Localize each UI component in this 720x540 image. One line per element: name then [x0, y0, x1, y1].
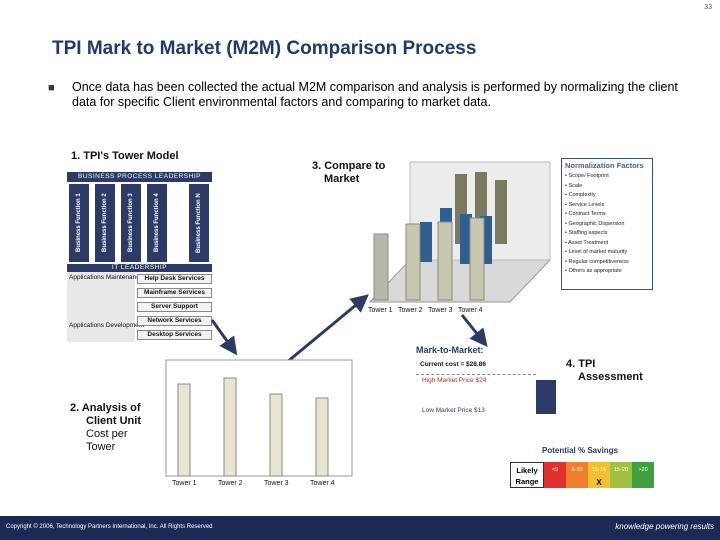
savings-range-band — [632, 478, 654, 488]
analysis-bar — [223, 377, 237, 477]
tower-model-diagram: 1. TPI's Tower Model BUSINESS PROCESS LE… — [67, 150, 212, 342]
likely-range-label: Likely Range — [510, 462, 544, 488]
compare-tower-2: Tower 2 — [398, 307, 423, 314]
network-services: Network Services — [137, 316, 212, 326]
savings-range-band — [610, 478, 632, 488]
analysis-line1: 2. Analysis of — [70, 402, 141, 414]
normalization-item: Regular competitiveness — [565, 258, 649, 268]
footer-tagline: knowledge powering results — [615, 522, 714, 531]
apps-development-label: Applications Development — [69, 322, 145, 329]
page-number: 33 — [704, 4, 712, 11]
compare-label-line2: Market — [324, 173, 360, 185]
normalization-item: Scale — [565, 182, 649, 192]
compare-tower-3: Tower 3 — [428, 307, 453, 314]
savings-range-band — [544, 478, 566, 488]
savings-range-cell: <5 — [544, 462, 566, 478]
bar — [460, 214, 472, 264]
business-function-1: Business Function 1 — [69, 184, 89, 262]
normalization-title: Normalization Factors — [565, 161, 644, 170]
analysis-bar — [269, 393, 283, 477]
savings-range-band — [566, 478, 588, 488]
compare-tower-4: Tower 4 — [458, 307, 483, 314]
normalization-item: Others as appropriate — [565, 267, 649, 277]
tower-bars — [373, 172, 507, 301]
analysis-tower-1: Tower 1 — [172, 480, 197, 487]
analysis-bar — [177, 383, 191, 477]
analysis-tower-2: Tower 2 — [218, 480, 243, 487]
savings-range-cell: 15-20 — [610, 462, 632, 478]
savings-range-cell: 10-15 — [588, 462, 610, 478]
desktop-services: Desktop Services — [137, 330, 212, 340]
compare-label: 3. Compare to Market — [312, 160, 385, 186]
business-function-n: Business Function N — [189, 184, 209, 262]
analysis-tower-3: Tower 3 — [264, 480, 289, 487]
savings-range-cell: >20 — [632, 462, 654, 478]
m2m-low-price: Low Market Price $13 — [422, 407, 485, 414]
bullet-icon: ■ — [48, 82, 55, 94]
normalization-item: Geographic Dispersion — [565, 220, 649, 230]
compare-label-line1: 3. Compare to — [312, 160, 386, 172]
normalization-item: Staffing aspects — [565, 229, 649, 239]
compare-3d-chart: Tower 1 Tower 2 Tower 3 Tower 4 — [368, 161, 552, 314]
m2m-title: Mark-to-Market: — [416, 345, 484, 355]
server-support: Server Support — [137, 302, 212, 312]
likely-line2: Range — [515, 477, 539, 486]
analysis-line2: Client Unit — [86, 415, 141, 427]
business-function-3: Business Function 3 — [121, 184, 141, 262]
footer-bar: Copyright © 2006, Technology Partners In… — [0, 516, 720, 540]
assessment-range-bar — [536, 380, 556, 414]
mainframe-services: Mainframe Services — [137, 288, 212, 298]
arrow-1-to-2 — [210, 319, 238, 356]
m2m-current-cost: Current cost = $28.86 — [420, 361, 486, 368]
savings-range-band: X — [588, 478, 610, 488]
analysis-bar — [315, 397, 329, 477]
normalization-item: Service Levels — [565, 201, 649, 211]
bar — [437, 221, 453, 301]
apps-maintenance-label: Applications Maintenance — [69, 274, 144, 281]
analysis-tower-4: Tower 4 — [310, 480, 335, 487]
mark-to-market-box: Mark-to-Market: Current cost = $28.86 Hi… — [416, 345, 562, 419]
bar — [373, 233, 389, 301]
tower-model-label: 1. TPI's Tower Model — [71, 150, 179, 162]
bar — [469, 217, 485, 301]
compare-tower-1: Tower 1 — [368, 307, 393, 314]
bar — [495, 180, 507, 244]
savings-title: Potential % Savings — [542, 446, 619, 455]
business-process-leadership-band: BUSINESS PROCESS LEADERSHIP — [67, 172, 212, 182]
assessment-line1: 4. TPI — [566, 358, 596, 370]
footer-copyright: Copyright © 2006, Technology Partners In… — [6, 524, 213, 530]
bullet-text: Once data has been collected the actual … — [72, 80, 678, 109]
slide-title: TPI Mark to Market (M2M) Comparison Proc… — [52, 38, 477, 59]
bar — [405, 223, 421, 301]
assessment-line2: Assessment — [578, 371, 643, 383]
normalization-item: Scope/ Footprint — [565, 172, 649, 182]
analysis-line3: Cost per — [86, 428, 128, 440]
business-function-4: Business Function 4 — [147, 184, 167, 262]
m2m-high-price: High Market Price $24 — [422, 377, 487, 384]
applications-area — [67, 272, 135, 342]
normalization-list: Scope/ Footprint Scale Complexity Servic… — [562, 172, 652, 277]
normalization-item: Asset Treatment — [565, 239, 649, 249]
business-function-2: Business Function 2 — [95, 184, 115, 262]
it-leadership-band: IT LEADERSHIP — [67, 264, 212, 272]
analysis-bar-chart: Tower 1 Tower 2 Tower 3 Tower 4 — [165, 359, 353, 487]
analysis-label: 2. Analysis of Client Unit Cost per Towe… — [70, 402, 141, 454]
assessment-label: 4. TPI Assessment — [566, 358, 643, 384]
savings-range-cell: 5-10 — [566, 462, 588, 478]
normalization-item: Level of market maturity — [565, 248, 649, 258]
normalization-factors-box: Normalization Factors Scope/ Footprint S… — [561, 158, 653, 290]
likely-line1: Likely — [516, 466, 538, 475]
normalization-item: Complexity — [565, 191, 649, 201]
help-desk-services: Help Desk Services — [137, 274, 212, 284]
analysis-line4: Tower — [86, 441, 116, 453]
normalization-item: Contract Terms — [565, 210, 649, 220]
chart-floor — [368, 259, 552, 303]
savings-marker: X — [596, 478, 602, 487]
bar — [420, 222, 432, 262]
m2m-high-line — [416, 374, 536, 375]
